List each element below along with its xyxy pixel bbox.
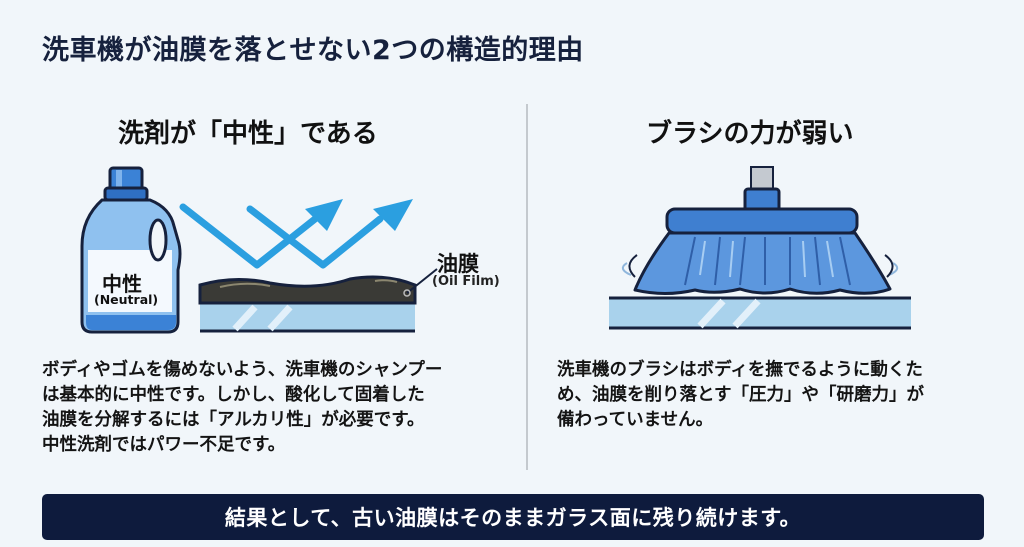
right-description: 洗車機のブラシはボディを撫でるように動くた め、油膜を削り落とす「圧力」や「研磨… <box>557 358 924 433</box>
text-line: 備わっていません。 <box>557 410 714 430</box>
bottle-label: 中性 <box>102 272 142 296</box>
conclusion-banner: 結果として、古い油膜はそのままガラス面に残り続けます。 <box>42 494 984 540</box>
oil-film-label-en: (Oil Film) <box>432 274 500 289</box>
column-divider <box>526 104 528 470</box>
text-line: は基本的に中性です。しかし、酸化して固着した <box>42 385 425 405</box>
text-line: ボディやゴムを傷めないよう、洗車機のシャンプー <box>42 360 443 380</box>
conclusion-text: 結果として、古い油膜はそのままガラス面に残り続けます。 <box>224 506 802 530</box>
detergent-bottle-icon <box>80 166 182 334</box>
car-wash-brush-icon <box>609 166 911 330</box>
text-line: 洗車機のブラシはボディを撫でるように動くた <box>557 360 923 380</box>
heading-weak-brush: ブラシの力が弱い <box>646 119 854 149</box>
page-title: 洗車機が油膜を落とせない2つの構造的理由 <box>42 35 584 66</box>
text-line: 中性洗剤ではパワー不足です。 <box>42 435 286 455</box>
oil-film-label: 油膜 <box>437 252 479 276</box>
heading-neutral-detergent: 洗剤が「中性」である <box>118 119 378 149</box>
text-line: 油膜を分解するには「アルカリ性」が必要です。 <box>42 410 425 430</box>
left-description: ボディやゴムを傷めないよう、洗車機のシャンプー は基本的に中性です。しかし、酸化… <box>42 358 442 458</box>
text-line: め、油膜を削り落とす「圧力」や「研磨力」が <box>557 385 924 405</box>
bouncing-arrows-icon <box>179 199 438 333</box>
bottle-label-en: (Neutral) <box>94 292 159 307</box>
